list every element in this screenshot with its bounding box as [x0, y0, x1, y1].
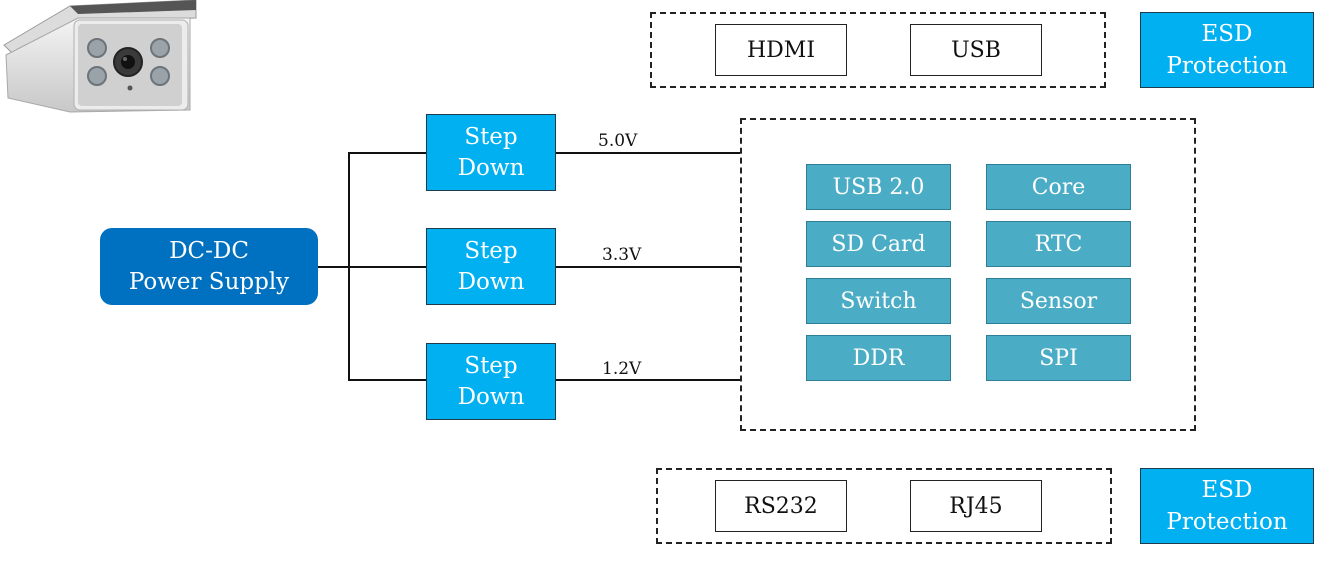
rs232-box: RS232: [715, 480, 847, 532]
bottom-interface-group: [656, 468, 1112, 544]
rtc-block: RTC: [986, 221, 1131, 267]
voltage-label-3v3: 3.3V: [602, 245, 642, 265]
core-block: Core: [986, 164, 1131, 210]
usb-box: USB: [910, 24, 1042, 76]
rail-line-5v: [556, 152, 740, 154]
soc-block-group: [740, 118, 1196, 431]
switch-block: Switch: [806, 278, 951, 324]
voltage-label-5v: 5.0V: [598, 131, 638, 151]
rj45-box: RJ45: [910, 480, 1042, 532]
rail-line-1v2: [556, 379, 740, 381]
rail-line-3v3: [556, 266, 740, 268]
hdmi-box: HDMI: [715, 24, 847, 76]
spi-block: SPI: [986, 335, 1131, 381]
usb-2-0-block: USB 2.0: [806, 164, 951, 210]
esd-protection-bottom: ESD Protection: [1140, 468, 1314, 544]
sensor-block: Sensor: [986, 278, 1131, 324]
bus-line-bottom: [348, 379, 426, 381]
dc-dc-power-supply: DC-DC Power Supply: [100, 228, 318, 305]
bus-line-top: [348, 152, 426, 154]
esd-protection-top: ESD Protection: [1140, 12, 1314, 88]
step-down-converter-5v: Step Down: [426, 114, 556, 191]
bus-line-middle: [348, 266, 426, 268]
psu-output-line: [318, 266, 350, 268]
ddr-block: DDR: [806, 335, 951, 381]
voltage-label-1v2: 1.2V: [602, 359, 642, 379]
top-interface-group: [650, 12, 1106, 88]
sd-card-block: SD Card: [806, 221, 951, 267]
step-down-converter-3v3: Step Down: [426, 228, 556, 305]
camera-icon: [3, 0, 197, 113]
step-down-converter-1v2: Step Down: [426, 343, 556, 420]
